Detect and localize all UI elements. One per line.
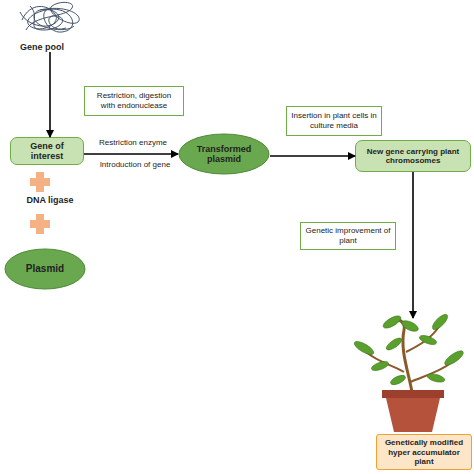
flow-arrow: [49, 52, 51, 137]
step-label-box: Restriction, digestion with endonuclease: [84, 86, 184, 116]
result-box: Genetically modified hyper accumulator p…: [376, 434, 472, 470]
node-text: Genetically modified hyper accumulator p…: [381, 438, 467, 466]
dna-tangle: [20, 2, 79, 32]
arrow-label: Introduction of gene: [90, 160, 180, 169]
process-box: New gene carrying plant chromosomes: [355, 140, 471, 172]
flow-arrow: [412, 172, 414, 318]
plus-sign: [30, 214, 50, 234]
node-text: New gene carrying plant chromosomes: [360, 147, 466, 165]
component-label: DNA ligase: [10, 195, 90, 205]
step-label-box: Genetic improvement of plant: [300, 222, 396, 250]
node-text: Gene pool: [20, 42, 64, 52]
node-text: Gene of interest: [15, 141, 79, 162]
process-box: Gene of interest: [10, 137, 84, 165]
flow-arrow: [84, 153, 178, 155]
flow-arrow: [270, 155, 355, 157]
edge-label: Restriction enzyme: [92, 136, 174, 150]
plasmid-ellipse: Plasmid: [4, 248, 86, 290]
node-text: Plasmid: [26, 263, 64, 275]
gene-pool-node: Gene pool: [14, 0, 86, 52]
plant-illustration: [352, 312, 465, 432]
node-text: Transformed plasmid: [188, 144, 260, 165]
plasmid-ellipse: Transformed plasmid: [178, 133, 270, 175]
result-node: Genetically modified hyper accumulator p…: [330, 318, 472, 472]
step-label-box: Insertion in plant cells in culture medi…: [286, 106, 382, 136]
plus-sign: [30, 172, 50, 192]
